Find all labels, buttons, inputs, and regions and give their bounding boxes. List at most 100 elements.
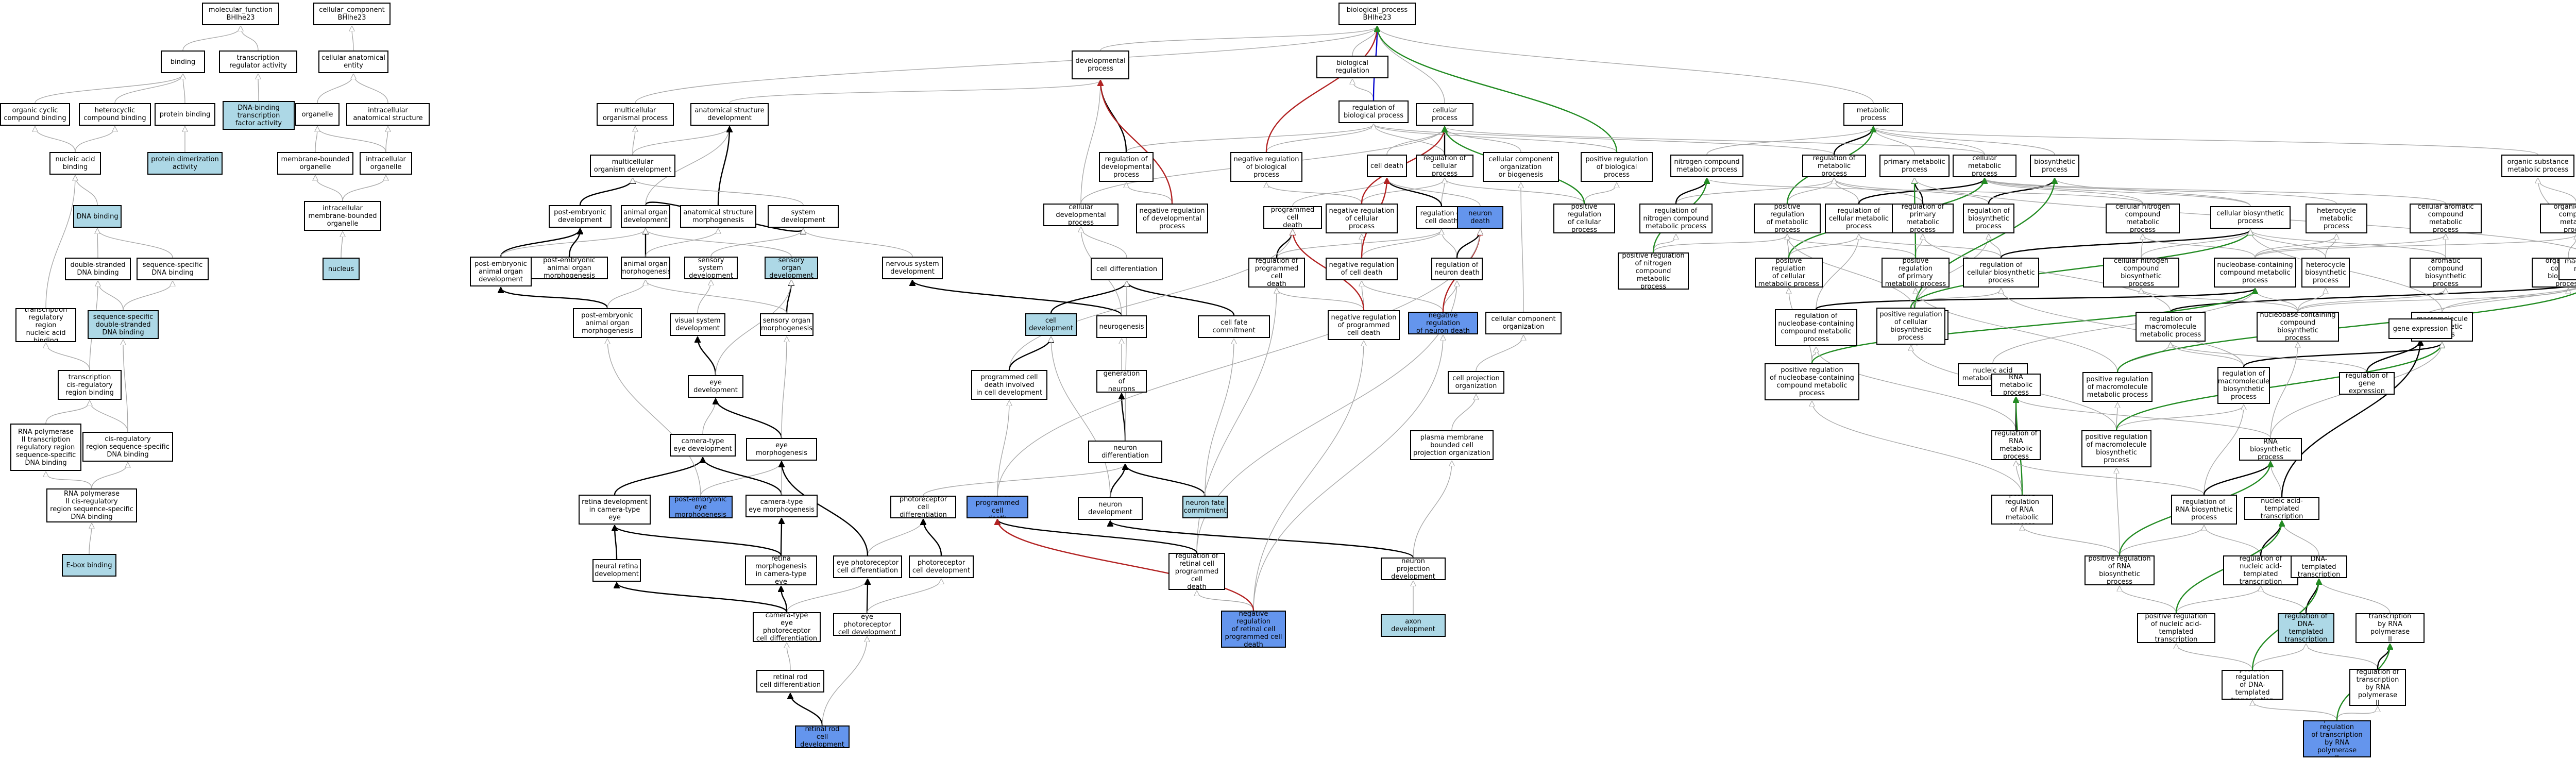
edge-is-a xyxy=(2171,343,2244,367)
go-term-trr-na: transcription regulatory region nucleic … xyxy=(15,308,76,342)
go-term-reg-neuron-death: regulation of neuron death xyxy=(1431,258,1483,280)
go-term-neg-reg-neuron-death: negative regulation of neuron death xyxy=(1408,312,1478,334)
edge-is-a xyxy=(867,579,941,614)
go-term-dna-bind-tf: DNA-binding transcription factor activit… xyxy=(223,101,295,130)
edge-is-a xyxy=(2204,405,2244,495)
edge-is-a xyxy=(1266,124,1374,153)
go-term-pos-reg-dna-trx: positive regulation of DNA-templated tra… xyxy=(2222,670,2283,700)
go-term-cc-org: cellular component organization or bioge… xyxy=(1483,152,1559,182)
edge-is-a xyxy=(386,127,388,153)
go-term-pe-org-morph: post-embryonic animal organ morphogenesi… xyxy=(531,257,608,279)
go-term-trx-reg-act: transcription regulator activity xyxy=(219,50,297,73)
edge-is-a xyxy=(997,230,1480,496)
go-term-eye-photo-dev: eye photoreceptor cell development xyxy=(833,613,901,636)
edge-part-of xyxy=(1122,394,1126,441)
edge-is-a xyxy=(46,472,92,489)
go-term-axon-dev: axon development xyxy=(1381,614,1446,637)
edge-is-a xyxy=(1521,183,1524,312)
go-term-ic-mb-organelle: intracellular membrane-bounded organelle xyxy=(304,201,381,231)
edge-is-a xyxy=(1445,178,1585,204)
go-term-nbc-metab: nucleobase-containing compound metabolic… xyxy=(2214,258,2296,288)
edge-is-a xyxy=(1788,234,1859,258)
edge-is-a xyxy=(2022,526,2120,556)
edge-is-a xyxy=(2001,289,2244,367)
edge-part-of xyxy=(716,399,783,438)
go-term-eye-dev: eye development xyxy=(688,375,743,398)
edge-is-a xyxy=(729,80,1100,104)
edge-part-of xyxy=(1109,464,1125,498)
edge-is-a xyxy=(2568,234,2576,258)
edge-is-a xyxy=(1873,127,2538,155)
edge-is-a xyxy=(635,26,1377,104)
edge-is-a xyxy=(1706,127,1873,155)
go-term-cell-fate: cell fate commitment xyxy=(1198,315,1270,338)
edge-part-of xyxy=(703,458,783,495)
edge-is-a xyxy=(1787,234,1916,258)
edge-part-of xyxy=(2000,230,2250,258)
edge-is-a xyxy=(1923,234,2171,312)
edge-is-a xyxy=(315,127,317,153)
edge-is-a xyxy=(1914,234,1989,311)
edge-positively-regulates xyxy=(1910,230,2250,308)
go-term-reg-cell-biosyn: regulation of cellular biosynthetic proc… xyxy=(1963,258,2039,288)
edge-is-a xyxy=(1276,230,1442,258)
edge-is-a xyxy=(786,579,868,613)
go-term-ns-dev: nervous system development xyxy=(882,257,943,279)
edge-part-of xyxy=(1100,80,1127,153)
edge-is-a xyxy=(1361,178,1445,204)
edge-negatively-regulates xyxy=(997,519,1255,611)
go-term-ebox: E-box binding xyxy=(62,554,116,577)
edge-part-of xyxy=(1815,289,2255,310)
edge-is-a xyxy=(500,229,646,257)
go-term-reg-macro-metab: regulation of macromolecule metabolic pr… xyxy=(2136,312,2206,342)
edge-part-of xyxy=(698,337,717,376)
edge-is-a xyxy=(2250,230,2446,258)
edge-is-a xyxy=(1445,127,1521,153)
edge-is-a xyxy=(352,26,353,51)
go-term-biosyn: biosynthetic process xyxy=(2030,155,2079,177)
edge-is-a xyxy=(1051,337,1111,498)
go-term-metab: metabolic process xyxy=(1843,103,1903,126)
edge-is-a xyxy=(45,176,75,309)
go-term-reg-biosyn: regulation of biosynthetic process xyxy=(1963,204,2014,233)
go-term-pos-reg-nbc-metab: positive regulation of nucleobase-contai… xyxy=(1765,363,1859,400)
edge-is-a xyxy=(1100,26,1377,51)
go-term-het-bind: heterocyclic compound binding xyxy=(79,103,151,126)
edge-is-a xyxy=(1445,127,1985,155)
edge-is-a xyxy=(1361,230,1442,258)
go-term-seq-dna: sequence-specific DNA binding xyxy=(137,258,209,280)
go-term-rna-metab: RNA metabolic process xyxy=(1991,374,2041,396)
edge-is-a xyxy=(2306,644,2378,669)
edge-is-a xyxy=(2319,579,2391,614)
go-term-pe-dev: post-embryonic development xyxy=(549,205,612,228)
go-term-ret-rod-diff: retinal rod cell differentiation xyxy=(756,670,824,693)
go-term-reg-pcd: regulation of programmed cell death xyxy=(1248,258,1305,288)
edge-part-of xyxy=(1050,281,1127,314)
edge-part-of xyxy=(615,526,782,556)
go-term-pos-reg-cell-metab: positive regulation of cellular metaboli… xyxy=(1755,258,1823,288)
go-term-pos-reg-rna-metab: positive regulation of RNA metabolic pro… xyxy=(1991,495,2053,525)
go-term-gene-expr: gene expression xyxy=(2388,318,2452,339)
go-term-neg-reg-ret-pcd: negative regulation of retinal cell prog… xyxy=(1221,611,1286,648)
go-term-cc: cellular_component BHlhe23 xyxy=(313,3,391,25)
edge-is-a xyxy=(1787,178,1834,204)
edge-part-of xyxy=(1456,230,1480,258)
go-term-ocyc-metab: organic cyclic compound metabolic proces… xyxy=(2540,204,2576,233)
edge-is-a xyxy=(1915,234,1923,258)
edge-is-a xyxy=(1985,178,2251,207)
edge-is-a xyxy=(1834,178,1923,204)
edge-is-a xyxy=(633,178,804,206)
go-term-cc-org2: cellular component organization xyxy=(1485,312,1562,334)
edge-is-a xyxy=(997,401,1009,496)
edge-is-a xyxy=(715,280,791,376)
edge-is-a xyxy=(1387,178,1481,207)
edge-is-a xyxy=(632,127,730,155)
go-term-cell-proj-org: cell projection organization xyxy=(1448,371,1504,394)
go-term-reg-cell-proc: regulation of cellular process xyxy=(1416,155,1473,177)
edge-part-of xyxy=(2203,462,2270,495)
go-term-binding: binding xyxy=(161,50,205,73)
edge-is-a xyxy=(1009,230,1293,370)
go-term-arom-biosyn: aromatic compound biosynthetic process xyxy=(2410,258,2482,288)
edge-is-a xyxy=(781,337,787,438)
edge-is-a xyxy=(1873,127,1985,155)
